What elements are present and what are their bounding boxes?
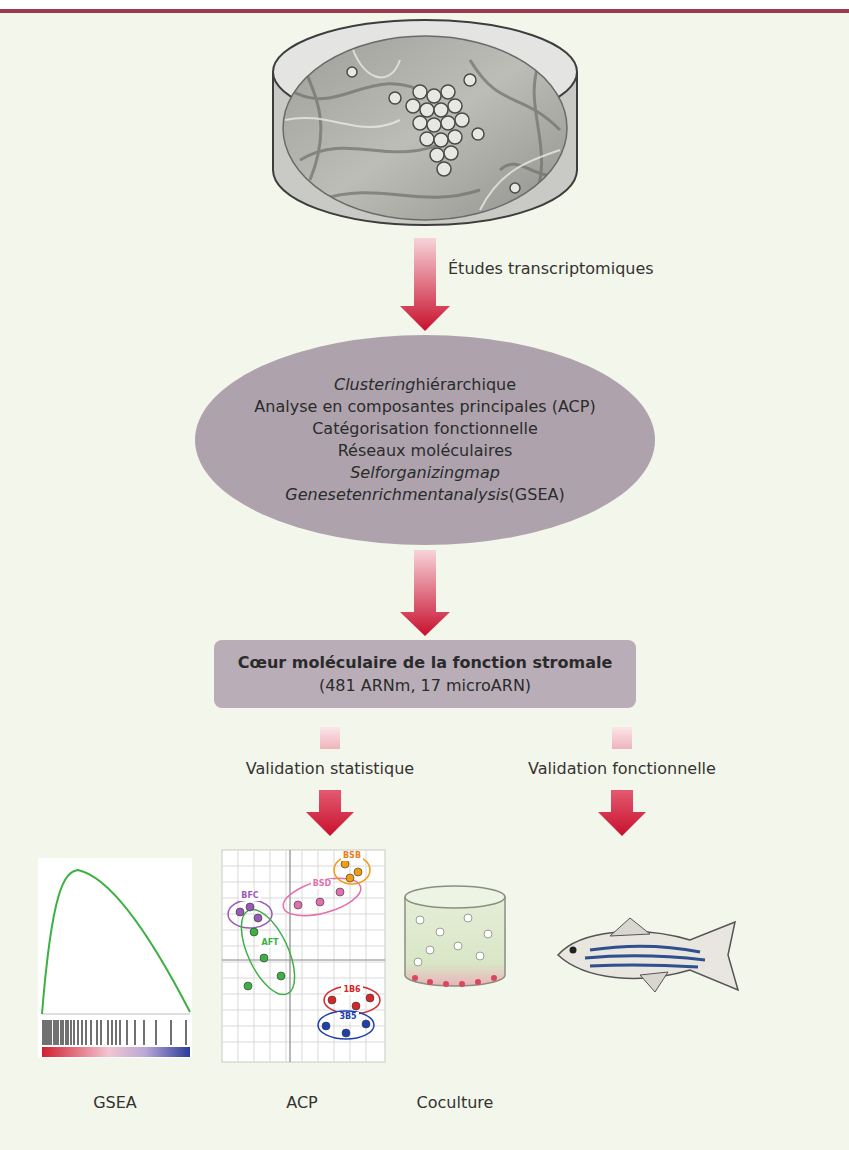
text-run: enrichment bbox=[352, 485, 444, 504]
box-text: Réseaux moléculaires bbox=[338, 440, 513, 462]
box-text: Analyse en composantes principales (ACP) bbox=[254, 396, 595, 418]
method-ellipse: Clustering hiérarchiqueAnalyse en compos… bbox=[195, 335, 655, 545]
box-text: Gene set enrichment analysis (GSEA) bbox=[285, 484, 564, 506]
annotation-label: Validation statistique bbox=[244, 758, 416, 779]
annotation-label: ACP bbox=[284, 1092, 319, 1113]
cluster-label: BSB bbox=[341, 851, 363, 861]
text-run: hiérarchique bbox=[415, 375, 516, 394]
box-text: (481 ARNm, 17 microARN) bbox=[319, 674, 531, 697]
annotation-label: Coculture bbox=[415, 1092, 496, 1113]
annotation-label: Études transcriptomiques bbox=[446, 258, 656, 279]
text-stack: Cœur moléculaire de la fonction stromale… bbox=[238, 651, 613, 697]
petri-dish bbox=[273, 20, 577, 230]
validation-arrow bbox=[306, 727, 354, 836]
ellipse-shape bbox=[195, 335, 655, 545]
annotation-label: GSEA bbox=[91, 1092, 139, 1113]
annotation-label: Validation fonctionnelle bbox=[526, 758, 718, 779]
text-run: Gene bbox=[285, 485, 327, 504]
ellipse-outline bbox=[195, 335, 655, 545]
box-heading: Cœur moléculaire de la fonction stromale bbox=[238, 651, 613, 674]
text-stack: Clustering hiérarchiqueAnalyse en compos… bbox=[195, 374, 655, 506]
cluster-label: BSD bbox=[311, 879, 334, 889]
text-run: Self bbox=[350, 463, 380, 482]
flow-arrow bbox=[400, 550, 450, 636]
text-run: map bbox=[464, 463, 500, 482]
cluster-label: AFT bbox=[259, 938, 280, 948]
core-box: Cœur moléculaire de la fonction stromale… bbox=[214, 640, 637, 708]
box-text: Self organizing map bbox=[350, 462, 500, 484]
text-run: Clustering bbox=[334, 375, 416, 394]
box-text: Clustering hiérarchique bbox=[334, 374, 516, 396]
cluster-label: 3B5 bbox=[337, 1012, 358, 1022]
text-run: set bbox=[328, 485, 352, 504]
cluster-label: 1B6 bbox=[341, 985, 362, 995]
top-rule bbox=[0, 9, 849, 13]
text-run: organizing bbox=[380, 463, 464, 482]
coculture-well bbox=[405, 886, 505, 987]
text-run: (GSEA) bbox=[509, 485, 565, 504]
box-text: Catégorisation fonctionnelle bbox=[312, 418, 538, 440]
process-arrow bbox=[400, 238, 450, 331]
text-run: analysis bbox=[444, 485, 509, 504]
validation-arrow bbox=[598, 727, 646, 836]
gsea-plot bbox=[38, 858, 192, 1058]
pca-plot bbox=[222, 850, 385, 1062]
zebrafish bbox=[558, 918, 738, 992]
cluster-label: BFC bbox=[239, 891, 260, 901]
